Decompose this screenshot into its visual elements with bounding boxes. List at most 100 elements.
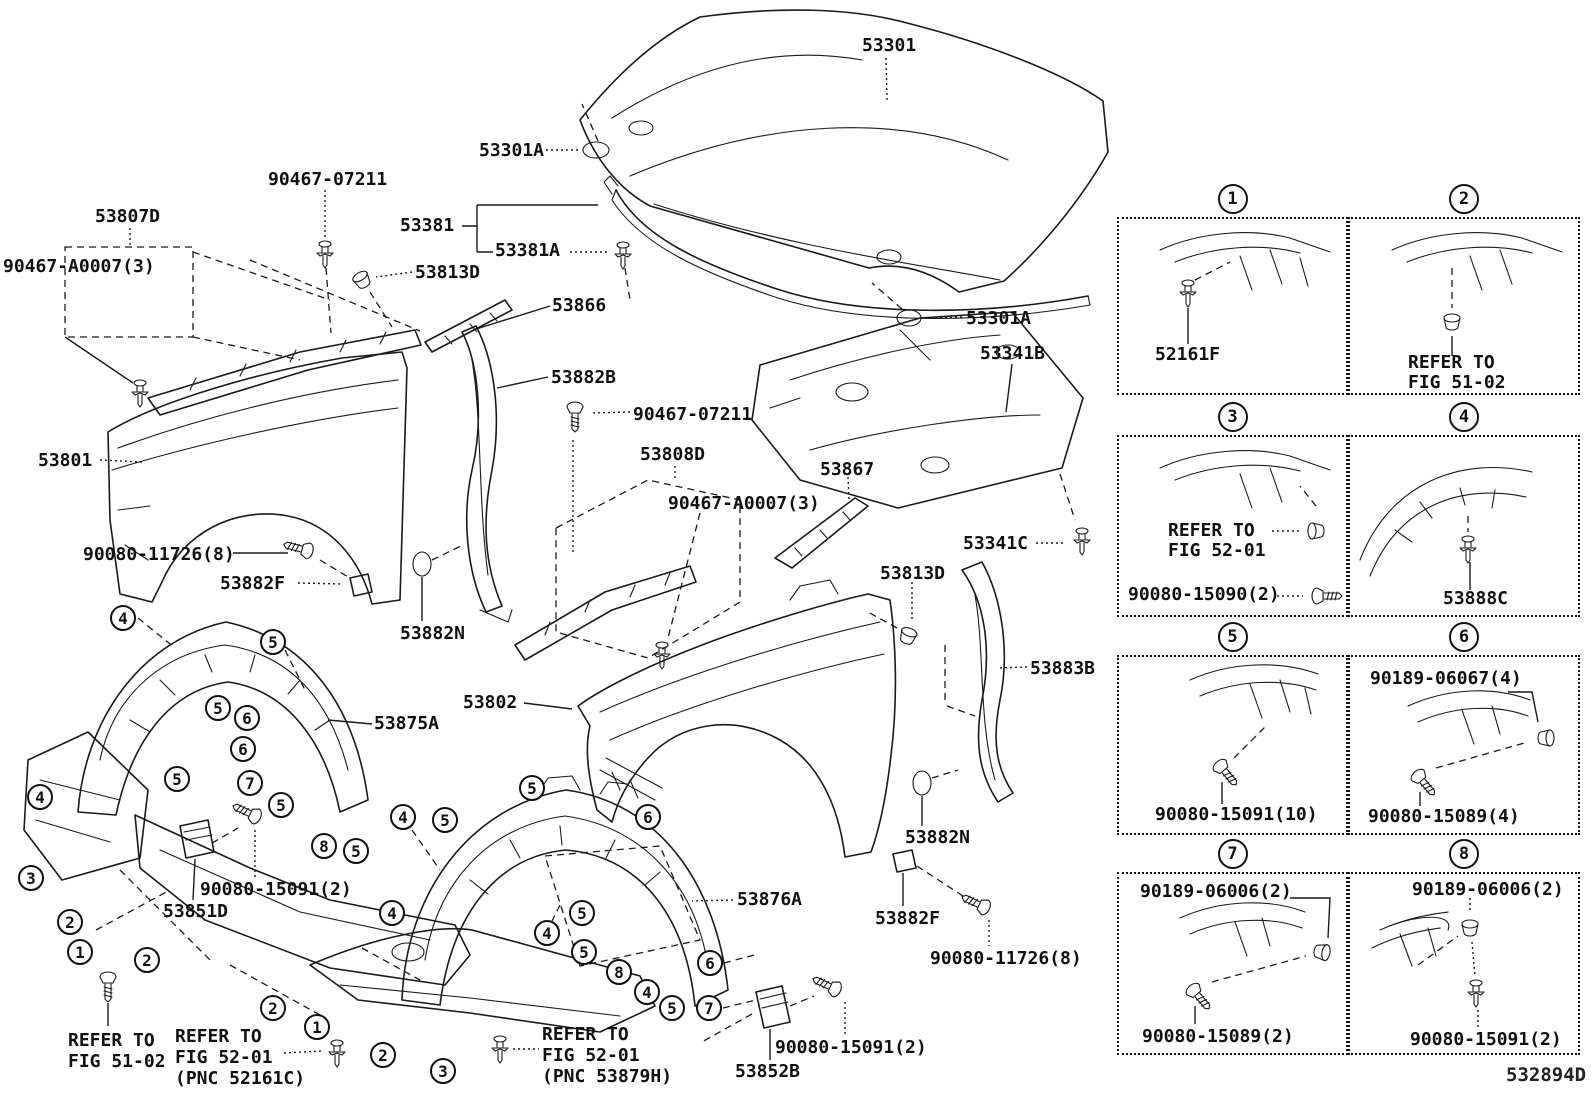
callout-8: 8 — [606, 959, 632, 985]
strip-53867-art — [774, 497, 869, 569]
callout-7: 7 — [237, 770, 263, 796]
part-label: 53381 — [400, 215, 455, 236]
callout-1: 1 — [304, 1014, 330, 1040]
pad-53852b-art — [755, 985, 791, 1029]
reference-note-line: FIG 52-01 — [542, 1045, 640, 1066]
ref-cell-text: FIG 51-02 — [1408, 372, 1506, 393]
reference-note-line: REFER TO — [68, 1030, 155, 1051]
part-label: 53875A — [374, 713, 440, 734]
part-label: 53813D — [415, 262, 481, 283]
pad-53851d-art — [179, 819, 215, 859]
ref-cell-text: 90080-15090(2) — [1128, 584, 1280, 605]
callout-4: 4 — [27, 784, 53, 810]
apron-lh-art — [64, 246, 422, 416]
part-label: 53301A — [479, 140, 545, 161]
part-label: 53851D — [163, 901, 229, 922]
callout-8: 8 — [311, 833, 337, 859]
callout-5: 5 — [205, 695, 231, 721]
part-label: 53882N — [905, 827, 971, 848]
part-label: 53381A — [495, 240, 561, 261]
ref-cell-text: 90080-15089(2) — [1142, 1026, 1294, 1047]
callout-4: 4 — [110, 605, 136, 631]
ref-cell-1 — [1117, 217, 1348, 395]
callout-6: 6 — [230, 736, 256, 762]
part-label: 53808D — [640, 444, 706, 465]
callout-5: 5 — [343, 838, 369, 864]
part-label: 53876A — [737, 889, 803, 910]
part-label: 53301 — [862, 35, 917, 56]
callout-6: 6 — [635, 804, 661, 830]
part-label: 90080-11726(8) — [930, 948, 1082, 969]
reference-note-line: REFER TO — [175, 1026, 262, 1047]
ref-cell-text: 90080-15091(10) — [1155, 804, 1318, 825]
part-label: 53341B — [980, 343, 1046, 364]
ref-cell-4 — [1348, 435, 1580, 617]
part-label: 90080-11726(8) — [83, 544, 235, 565]
ref-cell-text: REFER TO — [1168, 520, 1255, 541]
hood-art — [579, 9, 1109, 293]
callout-4: 4 — [390, 804, 416, 830]
callout-5: 5 — [260, 629, 286, 655]
ref-cell-number-5: 5 — [1217, 622, 1248, 652]
part-label: 53866 — [552, 295, 607, 316]
ref-cell-text: 90189-06067(4) — [1370, 668, 1522, 689]
ref-cell-text: 90189-06006(2) — [1412, 879, 1564, 900]
callout-4: 4 — [534, 920, 560, 946]
cowl-side-rh-art — [944, 561, 1014, 803]
part-label: 90467-A0007(3) — [3, 256, 155, 277]
part-label: 53882F — [875, 908, 941, 929]
part-label: 53801 — [38, 450, 93, 471]
callout-6: 6 — [697, 950, 723, 976]
callout-6: 6 — [234, 705, 260, 731]
ref-cell-number-1: 1 — [1217, 184, 1248, 214]
ref-cell-text: 90080-15091(2) — [1410, 1029, 1562, 1050]
ref-cell-3 — [1117, 435, 1348, 617]
part-label: 53807D — [95, 206, 161, 227]
callout-4: 4 — [379, 900, 405, 926]
ref-cell-number-6: 6 — [1449, 622, 1479, 652]
part-label: 90080-15091(2) — [200, 879, 352, 900]
callout-1: 1 — [67, 939, 93, 965]
ref-cell-number-3: 3 — [1217, 402, 1248, 432]
callout-5: 5 — [268, 792, 294, 818]
callout-5: 5 — [569, 900, 595, 926]
callout-5: 5 — [164, 766, 190, 792]
part-label: 53852B — [735, 1061, 801, 1082]
hood-seal-art — [603, 175, 1091, 320]
ref-grid-art — [1159, 232, 1563, 1030]
part-label: 53883B — [1030, 658, 1096, 679]
fender-liner-lh-art — [23, 621, 471, 986]
callout-5: 5 — [432, 807, 458, 833]
callout-2: 2 — [57, 909, 83, 935]
reference-note-line: (PNC 52161C) — [175, 1068, 306, 1089]
callout-5: 5 — [571, 939, 597, 965]
leader-lines — [64, 57, 1091, 1068]
ref-cell-text: FIG 52-01 — [1168, 540, 1266, 561]
hood-insulator-art — [751, 311, 1084, 509]
callout-4: 4 — [634, 979, 660, 1005]
part-label: 90467-07211 — [633, 404, 753, 425]
reference-note-line: (PNC 53879H) — [542, 1066, 673, 1087]
fender-lh-art — [107, 351, 408, 605]
part-label: 53301A — [966, 308, 1032, 329]
part-label: 90080-15091(2) — [775, 1037, 927, 1058]
ref-cell-number-7: 7 — [1217, 839, 1248, 869]
part-label: 53867 — [820, 459, 875, 480]
ref-cell-number-2: 2 — [1449, 184, 1479, 214]
ref-cell-text: 90080-15089(4) — [1368, 806, 1520, 827]
part-label: 53802 — [463, 692, 518, 713]
part-label: 90467-A0007(3) — [668, 493, 820, 514]
ref-cell-text: REFER TO — [1408, 352, 1495, 373]
callout-2: 2 — [370, 1042, 396, 1068]
part-label: 53882B — [551, 367, 617, 388]
fender-rh-art — [577, 579, 897, 858]
ref-cell-7 — [1117, 872, 1348, 1055]
reference-note-line: REFER TO — [542, 1024, 629, 1045]
part-label: 90467-07211 — [268, 169, 388, 190]
ref-cell-8 — [1348, 872, 1580, 1055]
